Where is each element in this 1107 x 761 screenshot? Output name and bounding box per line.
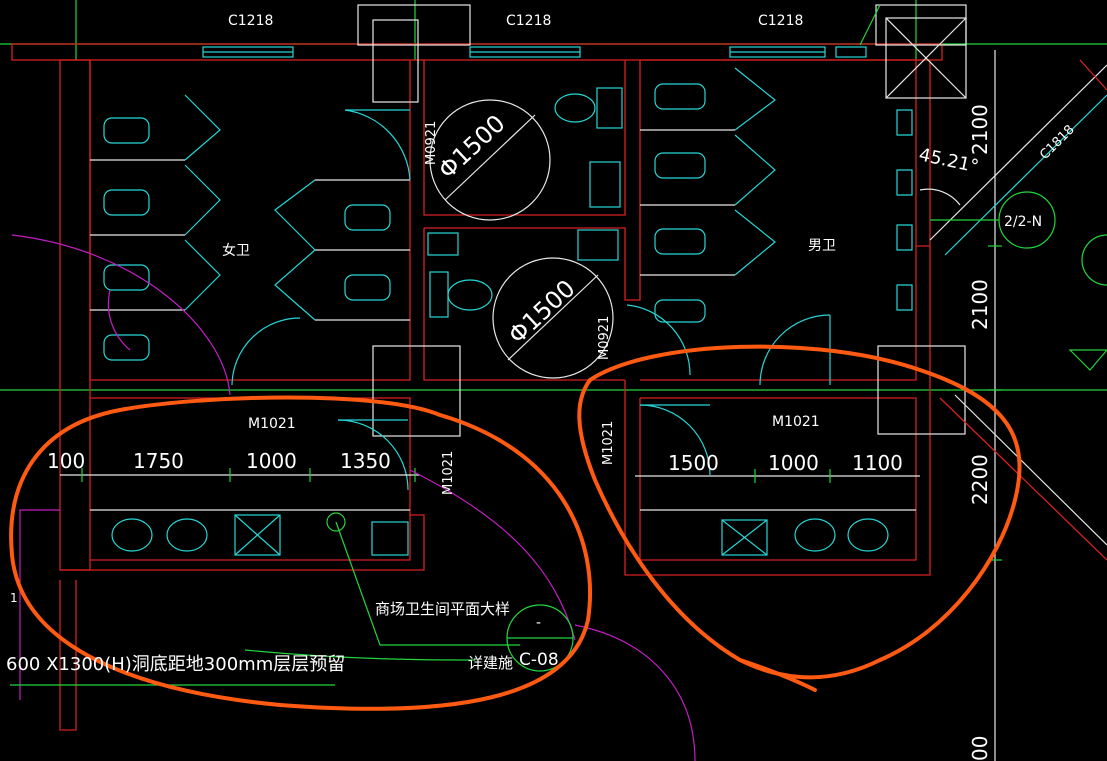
label-window-mid: C1218 [506,13,551,29]
detail-leader [10,521,574,686]
label-door-m0921-mid: M0921 [597,316,612,360]
label-door-m0921-top: M0921 [424,121,439,165]
dim-vert-3: 00 [968,736,992,761]
label-note: 600 X1300(H)洞底距地300mm层层预留 [6,654,345,675]
label-bubble-dash: - [536,615,541,631]
dim-vert-2: 2200 [968,454,992,505]
windows [202,46,867,58]
dimension-lines [60,50,1002,761]
dim-left-3: 1350 [340,449,391,473]
walls [11,43,943,731]
magenta-arcs [11,234,696,761]
dim-left-0: 100 [47,449,85,473]
dim-left-2: 1000 [246,449,297,473]
dim-right-0: 1500 [668,451,719,475]
label-mens-room: 男卫 [808,238,836,254]
accessible-rooms [344,87,691,379]
womens-stalls-left [90,94,221,361]
label-detail-ref: 详建施 [468,654,513,672]
label-turning-circle-mid: Φ1500 [503,274,581,349]
mens-fixtures [640,67,913,386]
grid-lines [0,0,1107,391]
markup-loop-left [9,395,593,711]
dim-vert-0: 2100 [968,104,992,155]
label-window-left: C1218 [228,13,273,29]
label-grid-bubble: 2/2-N [1004,214,1042,230]
label-detail-title: 商场卫生间平面大样 [375,600,510,618]
shafts [357,4,967,437]
basin-counters [90,404,916,556]
label-detail-bubble: C-08 [519,650,559,670]
orange-markup [9,344,1022,711]
label-door-m1021-vert-right: M1021 [601,421,616,465]
dim-vert-1: 2100 [968,279,992,330]
label-womens-room: 女卫 [222,242,250,259]
dimension-labels: 100 1750 1000 1350 1500 1000 1100 2100 2… [47,104,992,761]
dim-right-1: 1000 [768,451,819,475]
dim-right-2: 1100 [852,451,903,475]
label-window-right: C1218 [758,13,803,29]
dim-left-1: 1750 [133,449,184,473]
label-door-m1021-left: M1021 [248,416,296,432]
markup-loop-right [577,344,1022,680]
label-edge-mark: 1 [10,591,18,605]
womens-stalls-mid [231,179,410,386]
labels: C1218 C1218 C1218 C1818 M0921 M0921 Φ150… [6,13,1078,675]
diagonal-wing [859,4,1107,561]
label-door-m1021-vert-left: M1021 [441,451,456,495]
label-door-m1021-right: M1021 [772,414,820,430]
